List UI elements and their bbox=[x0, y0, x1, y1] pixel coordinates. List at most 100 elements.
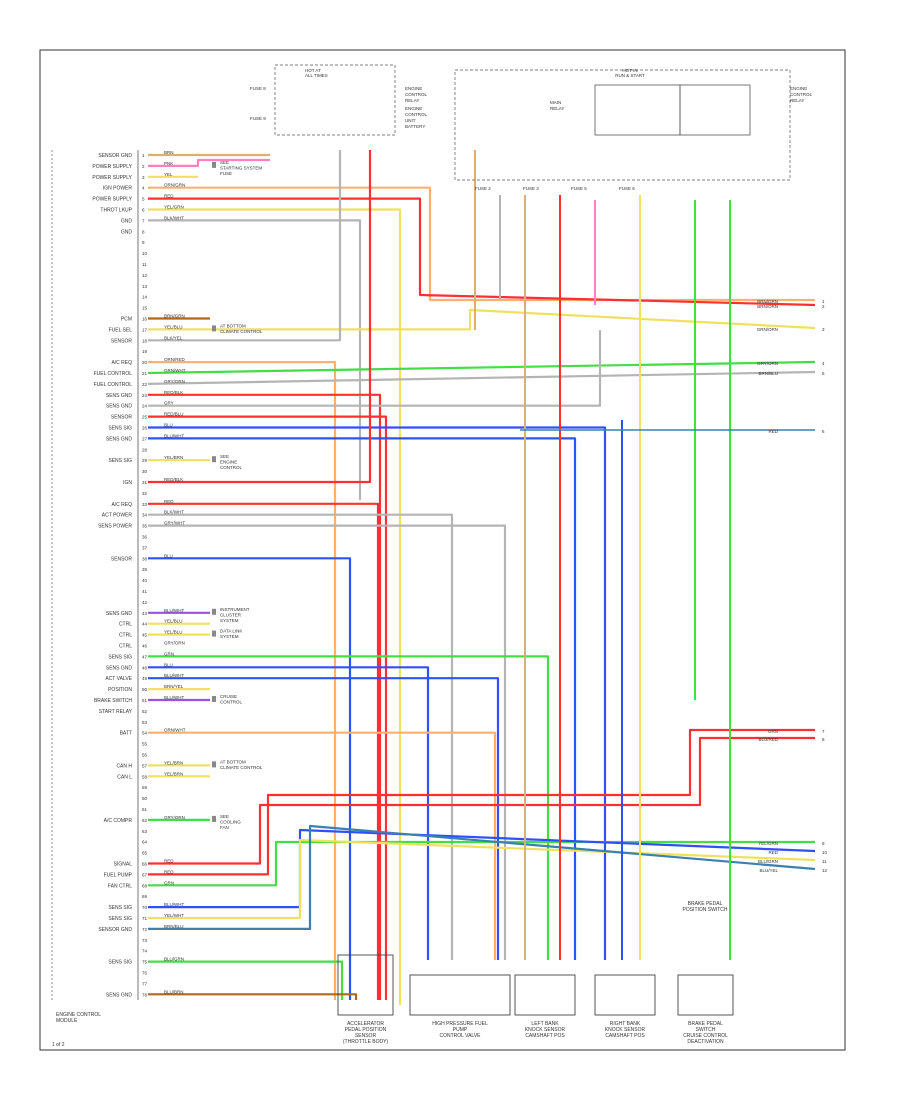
ecm-pin-label: SENS GND bbox=[106, 611, 133, 617]
ecm-pin-number: 14 bbox=[142, 295, 148, 300]
ecm-pin-number: 49 bbox=[142, 676, 148, 681]
ecm-pin-number: 11 bbox=[142, 262, 147, 267]
ecm-wire-color-code: BRN/GRN bbox=[164, 314, 185, 319]
component-box bbox=[677, 974, 734, 1016]
ecm-wire-color-code: RED bbox=[164, 499, 174, 504]
ecm-pin-label: IGN bbox=[123, 480, 132, 486]
ecm-pin-label: SENS GND bbox=[106, 393, 133, 399]
ecm-pin-number: 24 bbox=[142, 404, 148, 409]
ecm-wire-color-code: PNK bbox=[164, 161, 173, 166]
ecm-pin-label: SENS SIG bbox=[108, 905, 132, 911]
ecm-pin-number: 47 bbox=[142, 654, 148, 659]
side-note-text: FAN bbox=[220, 825, 229, 830]
left-relay-note: CONTROL bbox=[405, 92, 427, 97]
ecm-pin-number: 77 bbox=[142, 981, 148, 986]
component-name: HIGH PRESSURE FUEL bbox=[432, 1021, 488, 1027]
wire-pin-34 bbox=[148, 513, 454, 960]
ecm-pin-number: 39 bbox=[142, 567, 148, 572]
right-relay-title: RUN & START bbox=[615, 73, 645, 78]
wire-pin-20 bbox=[148, 361, 337, 1000]
output-wire-tag: RED bbox=[768, 429, 778, 434]
ecm-pin-label: POWER SUPPLY bbox=[92, 175, 132, 181]
ecm-pin-number: 30 bbox=[142, 469, 148, 474]
left-relay-fuses: FUSE 8 bbox=[250, 86, 266, 91]
ecm-wire-color-code: YEL bbox=[164, 172, 173, 177]
ecm-wire-color-code: YEL/WHT bbox=[164, 913, 184, 918]
side-note-text: CLIMATE CONTROL bbox=[220, 329, 263, 334]
ecm-wire-color-code: GRN/WHT bbox=[164, 368, 186, 373]
ecm-pin-label: SENSOR bbox=[111, 415, 133, 421]
right-relay-box bbox=[454, 69, 791, 181]
wire-pin-2 bbox=[148, 158, 270, 167]
ecm-pin-label: A/C COMPR bbox=[104, 818, 133, 824]
ecm-pin-number: 32 bbox=[142, 491, 148, 496]
wire-pin-54 bbox=[148, 731, 497, 960]
brake-switch-top-label: BRAKE PEDAL bbox=[688, 901, 723, 907]
side-note-text: AT BOTTOM bbox=[220, 323, 246, 328]
output-wire-tag: BRN/BLU bbox=[758, 371, 778, 376]
ecm-pin-number: 51 bbox=[142, 698, 148, 703]
ecm-pin-label: CTRL bbox=[119, 622, 132, 628]
ecm-pin-number: 10 bbox=[142, 251, 148, 256]
wire-pin-49 bbox=[148, 677, 500, 960]
ecm-pin-number: 13 bbox=[142, 284, 148, 289]
ecm-wire-color-code: GRY/WHT bbox=[164, 521, 185, 526]
wire-pin-72 bbox=[148, 824, 816, 931]
output-number: 3 bbox=[822, 327, 825, 332]
note-arrow-marker bbox=[212, 161, 216, 168]
component-name: BRAKE PEDAL bbox=[688, 1021, 723, 1027]
ecm-pin-label: FAN CTRL bbox=[108, 883, 132, 889]
wire-pin-26 bbox=[148, 426, 607, 960]
ecm-pin-number: 41 bbox=[142, 589, 148, 594]
ecm-wire-color-code: YEL/BRN bbox=[164, 771, 183, 776]
note-arrow-marker bbox=[212, 608, 216, 615]
ecm-pin-number: 57 bbox=[142, 763, 148, 768]
ecm-wire-color-code: GRY bbox=[164, 401, 174, 406]
ecm-wire-color-code: GRY/ORN bbox=[164, 379, 185, 384]
output-number: 4 bbox=[822, 361, 825, 366]
ecm-pin-label: SENS SIG bbox=[108, 960, 132, 966]
ecm-pin-number: 64 bbox=[142, 840, 148, 845]
component-extra: DEACTIVATION bbox=[687, 1039, 724, 1045]
note-arrow-marker bbox=[212, 696, 216, 702]
side-note-text: COOLING bbox=[220, 819, 241, 824]
component-name: CONTROL VALVE bbox=[439, 1033, 481, 1039]
ecm-pin-label: CAN H bbox=[116, 763, 132, 769]
side-note-text: SEE bbox=[220, 814, 229, 819]
side-note-text: DATA LINK bbox=[220, 629, 242, 634]
wire-pin-17 bbox=[148, 308, 816, 331]
component-box bbox=[514, 974, 576, 1016]
ecm-pin-number: 69 bbox=[142, 894, 148, 899]
ecm-pin-label: SENSOR bbox=[111, 338, 133, 344]
ecm-pin-number: 20 bbox=[142, 360, 148, 365]
far-right-relay-note: CONTROL bbox=[790, 92, 812, 97]
main-relay-box bbox=[594, 84, 681, 136]
output-number: 11 bbox=[822, 859, 827, 864]
component-box bbox=[594, 974, 656, 1016]
ecm-wire-color-code: BLU/WHT bbox=[164, 695, 185, 700]
side-note-text: ENGINE bbox=[220, 460, 237, 465]
side-note-text: CONTROL bbox=[220, 700, 242, 705]
side-note-text: AT BOTTOM bbox=[220, 759, 246, 764]
ecm-name: MODULE bbox=[56, 1018, 78, 1024]
engine-relay-box bbox=[679, 84, 751, 136]
side-note-text: SYSTEM bbox=[220, 618, 239, 623]
ecm-wire-color-code: ORN/WHT bbox=[164, 728, 186, 733]
ecm-pin-label: PCM bbox=[121, 317, 132, 323]
ecm-pin-number: 70 bbox=[142, 905, 148, 910]
ecm-pin-number: 38 bbox=[142, 556, 148, 561]
output-number: 10 bbox=[822, 850, 828, 855]
ecm-pin-label: CAN L bbox=[117, 774, 132, 780]
component-extra: CRUISE CONTROL bbox=[683, 1033, 728, 1039]
ecm-pin-label: IGN POWER bbox=[103, 186, 133, 192]
main-relay-label: RELAY bbox=[550, 106, 564, 111]
ecm-wire-color-code: RED/BLK bbox=[164, 390, 183, 395]
ecm-pin-number: 60 bbox=[142, 796, 148, 801]
ecm-pin-label: CTRL bbox=[119, 633, 132, 639]
ecm-pin-number: 42 bbox=[142, 600, 148, 605]
left-relay-title: HOT AT bbox=[305, 68, 321, 73]
ecm-wire-color-code: YEL/GRN bbox=[164, 205, 184, 210]
ecm-pin-label: SENS SIG bbox=[108, 458, 132, 464]
